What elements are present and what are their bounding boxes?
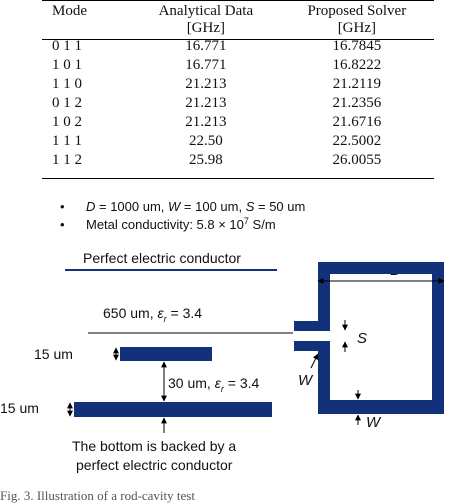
header-mode: Mode [42,3,132,37]
cell-solver: 21.2119 [332,76,381,92]
table-row: 1 0 2 21.213 21.6716 [42,113,434,132]
table-top-rule [42,0,434,1]
table-header-row: Mode Analytical Data [GHz] Proposed Solv… [42,3,434,37]
cell-mode: 0 1 2 [52,95,82,111]
conductivity-text: Metal conductivity: 5.8 × 10 [86,217,244,232]
table-body: 0 1 1 16.771 16.7845 1 0 1 16.771 16.8222 1 1 … [42,37,434,170]
header-solver: Proposed Solver [GHz] [280,3,434,37]
bullet-dot: • [60,199,65,214]
cavity-gap [318,331,330,341]
header-solver-line2: [GHz] [337,20,377,36]
bottom-note-line1: The bottom is backed by a [72,438,237,454]
conductivity-unit: S/m [248,217,276,232]
conductivity-exponent: 7 [243,216,249,226]
cell-analytical: 21.213 [185,114,227,130]
feed-line-upper [294,321,330,331]
cell-analytical: 22.50 [188,133,223,149]
header-analytical-line2: [GHz] [186,20,226,36]
layer2-eps-sub: r [220,383,224,394]
cell-solver: 22.5002 [332,133,382,149]
w-value: = 100 um, [180,199,246,214]
parameter-bullets: • D = 1000 um, W = 100 um, S = 50 um • M… [60,198,305,235]
dim-w-left-arrow [310,353,319,369]
dim-s-label: S [357,330,367,347]
cell-solver: 16.8222 [332,57,382,73]
cell-mode: 1 0 2 [52,114,82,130]
table-bottom-rule [42,178,434,179]
dim-w-right-label: W [366,414,380,431]
trace1-thickness-label: 15 um [34,346,73,362]
cell-solver: 21.6716 [332,114,382,130]
header-analytical: Analytical Data [GHz] [132,3,280,37]
table-row: 1 1 0 21.213 21.2119 [42,75,434,94]
dim-w-left-label: W [298,372,312,389]
trace2-thickness-label: 15 um [0,400,39,416]
cell-solver: 26.0055 [332,152,382,168]
header-solver-line1: Proposed Solver [307,3,407,19]
substrate-label-650: 650 um, εr = 3.4 [103,305,202,324]
dim-w-right-text: W [366,414,381,431]
var-s: S [245,199,255,214]
cell-analytical: 21.213 [185,76,227,92]
header-analytical-line1: Analytical Data [158,3,254,19]
bullet-dimensions: • D = 1000 um, W = 100 um, S = 50 um [60,198,305,216]
dim-d-label: D [390,262,402,280]
dim-w-left-text: W [298,372,313,389]
pec-label: Perfect electric conductor [83,250,241,266]
cell-mode: 1 1 1 [52,133,82,149]
var-d: D [86,199,96,214]
table-row: 1 1 1 22.50 22.5002 [42,132,434,151]
layer1-eps-value: = 3.4 [166,305,203,321]
table-row: 1 1 2 25.98 26.0055 [42,151,434,170]
cell-analytical: 25.98 [188,152,223,168]
pec-top-line [65,269,277,271]
bullet-dot: • [60,217,65,232]
trace2-strip [74,402,272,417]
mode-table: Mode Analytical Data [GHz] Proposed Solv… [42,3,434,170]
cell-mode: 0 1 1 [52,38,82,54]
cell-analytical: 16.771 [185,57,227,73]
dim-s-text: S [357,330,368,347]
layer1-thickness: 650 um, [103,305,158,321]
layer2-eps-value: = 3.4 [223,375,260,391]
cell-mode: 1 0 1 [52,57,82,73]
cell-solver: 16.7845 [332,38,382,54]
d-value: = 1000 um, [95,199,169,214]
trace1-strip [120,347,212,361]
cell-analytical: 16.771 [185,38,227,54]
bullet-conductivity: • Metal conductivity: 5.8 × 107 S/m [60,216,305,235]
dim-d-text: D [390,262,402,279]
cell-mode: 1 1 0 [52,76,82,92]
cell-solver: 21.2356 [332,95,382,111]
s-value: = 50 um [254,199,306,214]
bottom-note-line2: perfect electric conductor [76,457,233,473]
cell-analytical: 21.213 [185,95,227,111]
layer1-eps-sub: r [163,313,167,324]
layer2-eps: ε [214,375,221,391]
figure-caption: Fig. 3. Illustration of a rod-cavity tes… [0,488,195,503]
cell-mode: 1 1 2 [52,152,82,168]
header-mode-text: Mode [52,3,87,19]
layer1-eps: ε [157,305,164,321]
table-row: 1 0 1 16.771 16.8222 [42,56,434,75]
table-row: 0 1 1 16.771 16.7845 [42,37,434,56]
var-w: W [168,199,181,214]
table-header-rule [42,39,434,40]
cavity-ring [318,262,444,414]
table-row: 0 1 2 21.213 21.2356 [42,94,434,113]
substrate-label-30: 30 um, εr = 3.4 [168,375,259,394]
feed-line-lower [294,341,330,351]
layer2-thickness: 30 um, [168,375,215,391]
